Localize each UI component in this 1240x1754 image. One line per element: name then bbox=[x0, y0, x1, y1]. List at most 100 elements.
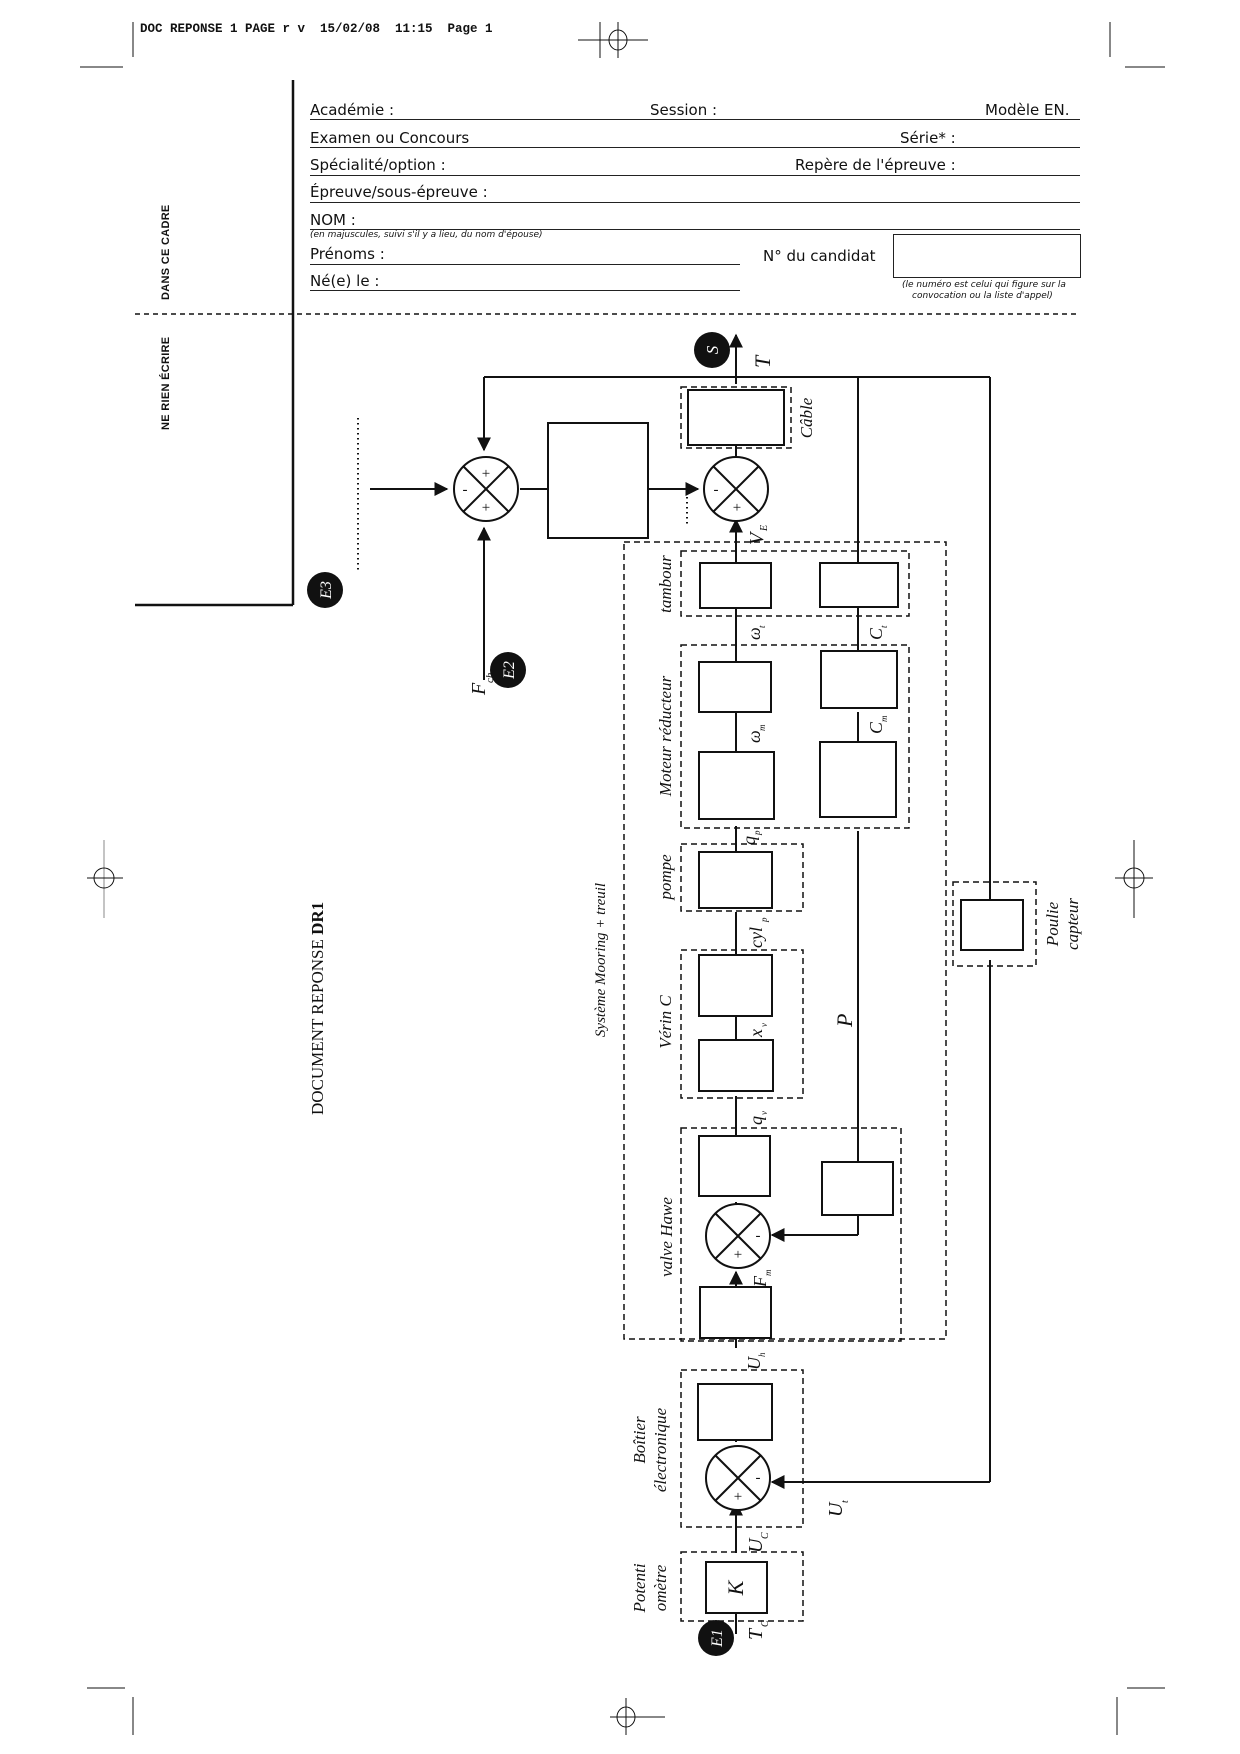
block-boitier[interactable] bbox=[697, 1383, 773, 1441]
svg-text:t: t bbox=[840, 1500, 851, 1503]
block-pompe[interactable] bbox=[698, 851, 773, 909]
frame-systeme bbox=[623, 541, 947, 1340]
blocks bbox=[547, 389, 1024, 1614]
svg-text:t: t bbox=[757, 625, 767, 628]
signal-qv: qv bbox=[746, 1111, 769, 1125]
candidat-number-box[interactable] bbox=[893, 234, 1081, 278]
nom-hint: (en majuscules, suivi s'il y a lieu, du … bbox=[310, 230, 543, 240]
block-moteur-flow[interactable] bbox=[698, 751, 775, 820]
signal-omega-m: ωm bbox=[744, 724, 767, 743]
sign-plus: + bbox=[733, 500, 741, 516]
crop-marks bbox=[80, 22, 1165, 1735]
blank-placeholders bbox=[357, 418, 688, 570]
candidat-hint-2: convocation ou la liste d'appel) bbox=[912, 291, 1053, 301]
svg-text:P: P bbox=[832, 1014, 857, 1028]
academie-line[interactable] bbox=[310, 119, 1080, 120]
registration-target-top bbox=[578, 22, 648, 58]
svg-text:ω: ω bbox=[744, 627, 764, 640]
specialite-label: Spécialité/option : bbox=[310, 156, 446, 174]
label-potenti: Potenti bbox=[630, 1563, 649, 1613]
frame-tambour bbox=[680, 550, 910, 617]
io-badges: S E3 E2 E1 bbox=[307, 332, 734, 1656]
sign-minus: - bbox=[714, 482, 719, 498]
modele-label: Modèle EN. bbox=[985, 101, 1070, 119]
summer-signs: + + - - + + - + - bbox=[463, 466, 761, 1505]
svg-text:S: S bbox=[703, 345, 722, 354]
block-corrector[interactable] bbox=[547, 422, 649, 539]
block-moteur-torque[interactable] bbox=[820, 650, 898, 709]
nom-line[interactable] bbox=[310, 229, 1080, 230]
badge-e2: E2 bbox=[490, 652, 526, 688]
summer-top-right bbox=[703, 456, 769, 522]
sign-plus: + bbox=[482, 500, 490, 516]
block-valve-output[interactable] bbox=[698, 1135, 771, 1197]
label-systeme: Système Mooring + treuil bbox=[593, 883, 609, 1037]
group-labels: Câble tambour Moteur réducteur pompe Vér… bbox=[593, 397, 1082, 1613]
sign-minus: - bbox=[756, 1228, 761, 1244]
signal-uc: UC bbox=[745, 1532, 771, 1553]
candidat-label: N° du candidat bbox=[763, 247, 876, 265]
svg-text:U: U bbox=[745, 1537, 767, 1553]
svg-text:cyl: cyl bbox=[746, 927, 766, 948]
block-tambour-speed[interactable] bbox=[699, 562, 772, 609]
svg-text:ch: ch bbox=[484, 672, 496, 683]
session-label: Session : bbox=[650, 101, 718, 119]
badge-e1: E1 bbox=[698, 1620, 734, 1656]
block-moteur-pressure[interactable] bbox=[819, 741, 897, 818]
signal-omega-t: ωt bbox=[744, 625, 767, 640]
block-verin-1[interactable] bbox=[698, 954, 773, 1017]
block-verin-2[interactable] bbox=[698, 1039, 774, 1092]
svg-text:h: h bbox=[757, 1352, 767, 1357]
frame-potentiometre bbox=[680, 1551, 804, 1622]
group-frames bbox=[623, 386, 1037, 1622]
summer-top-left bbox=[453, 456, 519, 522]
serie-label: Série* : bbox=[900, 129, 956, 147]
block-cable[interactable] bbox=[687, 389, 785, 446]
ne-le-line[interactable] bbox=[310, 290, 740, 291]
block-poulie[interactable] bbox=[960, 899, 1024, 951]
label-cable: Câble bbox=[797, 397, 816, 438]
sign-minus: - bbox=[463, 482, 468, 498]
repere-label: Repère de l'épreuve : bbox=[795, 156, 956, 174]
badge-e3: E3 bbox=[307, 572, 343, 608]
sign-plus: + bbox=[734, 1489, 742, 1505]
label-poulie: Poulie bbox=[1043, 901, 1062, 947]
frame-pompe bbox=[680, 843, 804, 912]
block-gain-k[interactable] bbox=[705, 1561, 768, 1614]
label-capteur: capteur bbox=[1063, 898, 1082, 950]
svg-text:C: C bbox=[866, 627, 886, 640]
examen-line[interactable] bbox=[310, 147, 1080, 148]
signal-fm: Fm bbox=[750, 1269, 773, 1288]
specialite-line[interactable] bbox=[310, 175, 1080, 176]
svg-text:C: C bbox=[866, 721, 886, 734]
svg-text:C: C bbox=[760, 1620, 771, 1627]
ne-le-label: Né(e) le : bbox=[310, 272, 380, 290]
examen-label: Examen ou Concours bbox=[310, 129, 470, 147]
frame-boitier bbox=[680, 1369, 804, 1528]
svg-text:p: p bbox=[759, 917, 769, 923]
frame-poulie bbox=[952, 881, 1037, 967]
svg-text:m: m bbox=[879, 715, 889, 722]
label-electronique: électronique bbox=[651, 1407, 670, 1492]
sign-plus: + bbox=[734, 1247, 742, 1263]
signal-p: P bbox=[832, 1014, 857, 1028]
block-tambour-torque[interactable] bbox=[819, 562, 899, 608]
margin-frame bbox=[135, 80, 1080, 607]
svg-text:m: m bbox=[763, 1269, 773, 1276]
block-valve-input[interactable] bbox=[699, 1286, 772, 1339]
block-valve-pressure[interactable] bbox=[821, 1161, 894, 1216]
signal-t: T bbox=[750, 354, 775, 368]
svg-text:q: q bbox=[746, 1116, 766, 1125]
svg-text:v: v bbox=[759, 1023, 769, 1027]
svg-text:m: m bbox=[757, 724, 767, 731]
frame-moteur bbox=[680, 644, 910, 829]
prenoms-line[interactable] bbox=[310, 264, 740, 265]
svg-text:F: F bbox=[750, 1275, 770, 1288]
label-verin: Vérin C bbox=[656, 995, 675, 1049]
block-moteur-speed[interactable] bbox=[698, 661, 772, 713]
signal-qp: qp bbox=[739, 830, 762, 845]
epreuve-line[interactable] bbox=[310, 202, 1080, 203]
sign-minus: - bbox=[756, 1470, 761, 1486]
